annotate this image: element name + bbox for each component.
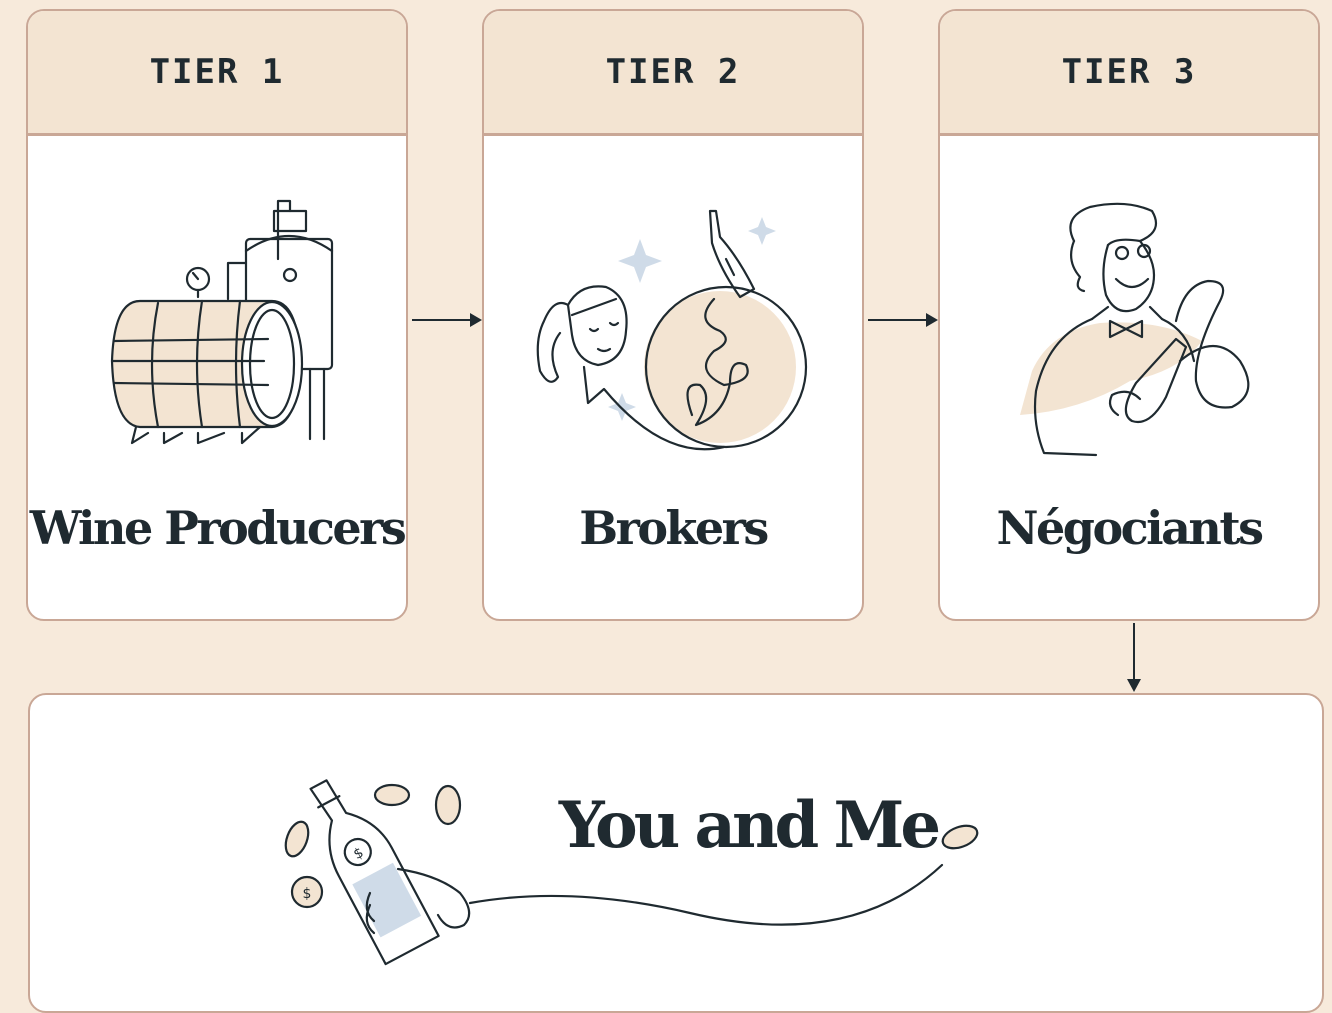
tier-1-card: TIER 1 Wine Producers (26, 9, 408, 621)
tier-3-card: TIER 3 Négociants (938, 9, 1320, 621)
tier-2-header: TIER 2 (484, 11, 862, 136)
negociant-icon (1020, 202, 1250, 457)
arrow-tier3-to-consumer (1127, 623, 1141, 692)
wine-barrel-icon (110, 199, 334, 445)
tier-1-label: Wine Producers (29, 501, 406, 555)
swoosh-line (468, 824, 979, 926)
tier-3-label: Négociants (996, 501, 1264, 555)
wine-bottle-coins-icon: $ $ (284, 779, 471, 966)
svg-text:$: $ (303, 886, 312, 902)
arrow-tier1-to-tier2 (412, 313, 482, 327)
arrow-tier2-to-tier3 (868, 313, 938, 327)
tier-3-header: TIER 3 (940, 11, 1318, 136)
consumer-label: You and Me (558, 788, 941, 863)
tier-2-label: Brokers (579, 501, 769, 555)
consumer-card: $ $ You and Me (28, 693, 1324, 1013)
broker-icon (536, 209, 808, 451)
tier-2-card: TIER 2 Brokers (482, 9, 864, 621)
tier-1-header: TIER 1 (28, 11, 406, 136)
